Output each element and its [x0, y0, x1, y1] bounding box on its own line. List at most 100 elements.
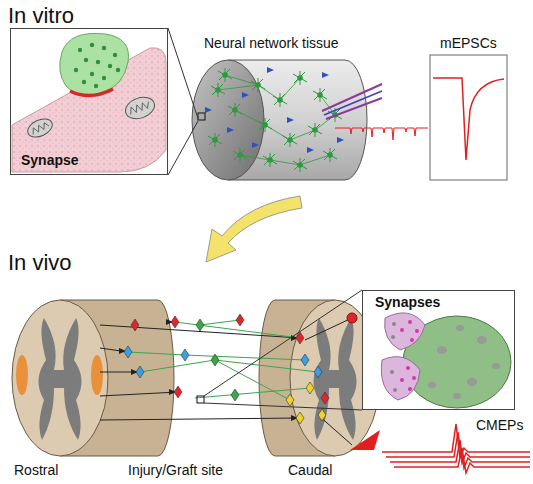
vesicle [102, 46, 106, 50]
neurite [218, 75, 335, 165]
synapses-illustration [400, 378, 404, 382]
neuron [233, 148, 247, 162]
vesicle [116, 68, 120, 72]
axon-tract [100, 392, 178, 396]
glia-cell [242, 92, 249, 98]
tissue-cylinder [168, 60, 367, 180]
vesicle [94, 84, 98, 88]
neuron-marker [306, 382, 314, 394]
vesicle [90, 43, 94, 47]
synapses-illustration [408, 387, 412, 391]
glia-cell [322, 72, 329, 78]
synapses-illustration [390, 322, 397, 392]
trace-label: CMEPs [476, 416, 523, 434]
neuron [218, 68, 232, 82]
neurite [235, 110, 335, 140]
synapses-illustration [410, 338, 414, 342]
mitochondrion [122, 93, 157, 122]
zoom-marker [198, 113, 205, 120]
neuron-marker [181, 349, 189, 361]
mitochondrion [25, 93, 158, 140]
graft-zoom [204, 290, 362, 396]
neuron-marker [196, 319, 204, 331]
graft-zoom [204, 403, 362, 410]
mepsc-panel [433, 78, 504, 160]
region-label: Caudal [288, 461, 332, 479]
region-label: Injury/Graft site [128, 461, 223, 479]
vesicle [90, 72, 94, 76]
synapses-illustration [400, 320, 419, 391]
vesicle [82, 80, 86, 84]
spinal-cord [12, 300, 380, 456]
mitochondrion [128, 101, 150, 115]
vesicle [74, 43, 120, 88]
graft-axon [200, 320, 240, 325]
synapse-inset: Synapse [10, 28, 168, 175]
synapses-illustration [362, 290, 515, 410]
synapses-illustration [453, 393, 461, 399]
patch-pipette [324, 91, 382, 115]
synaptic-cleft [70, 89, 113, 96]
vesicle [113, 53, 117, 57]
neuron [293, 158, 307, 172]
mitochondrion [25, 115, 55, 140]
vesicle [74, 68, 78, 72]
section-heading: In vivo [8, 250, 72, 276]
axon-tract [100, 418, 300, 420]
cmep-trace [394, 448, 530, 473]
neuron-marker [301, 354, 309, 366]
synapses-illustration [408, 320, 412, 324]
synapses-illustration [428, 325, 500, 399]
graft-axon [128, 320, 318, 400]
neuron-marker [318, 409, 326, 421]
neuron-marker [236, 314, 244, 326]
graft-axon [195, 388, 310, 398]
vesicle [102, 76, 106, 80]
spinal-cord [313, 318, 356, 440]
neuron [208, 133, 222, 147]
leader-line [168, 28, 198, 119]
neurite [225, 75, 335, 115]
section-heading: In vitro [8, 3, 74, 29]
synapses-illustration [437, 346, 447, 354]
neuron-marker [131, 319, 139, 331]
neuron-marker [171, 316, 179, 328]
synapses-illustration [456, 325, 464, 331]
region-label: Rostral [14, 461, 58, 479]
vesicle [96, 60, 100, 64]
neuron [208, 68, 342, 172]
stimulus-electrode [347, 313, 357, 323]
patch-pipette [322, 84, 382, 119]
glia-cell [267, 67, 274, 73]
synapses-illustration [492, 363, 500, 369]
node-text: mEPSCs [440, 35, 510, 51]
synapses-illustration [415, 329, 419, 333]
axon-tract [305, 318, 352, 340]
tissue-block: Neural network tissue [198, 33, 376, 183]
synapses-illustration [390, 370, 394, 374]
synapses-illustration [381, 357, 420, 400]
neuron-marker [286, 394, 294, 406]
tissue-cylinder [192, 60, 264, 180]
neuron [228, 103, 242, 117]
neuron-marker [136, 366, 144, 378]
graft-axon [215, 360, 290, 400]
patch-pipette [322, 84, 382, 111]
graft-zoom [197, 396, 204, 403]
neuron [251, 78, 265, 92]
trace-panel: mEPSCs [428, 33, 510, 183]
synapses-illustration [392, 322, 396, 326]
neuron-marker [211, 354, 219, 366]
neurite [218, 78, 300, 100]
vesicle [108, 64, 112, 68]
glia-cell [307, 147, 314, 153]
mepsc-panel [430, 55, 507, 180]
neuron-marker [314, 366, 322, 378]
neuron [211, 83, 225, 97]
neuron-marker [321, 392, 329, 404]
neuron [283, 133, 297, 147]
current-trace [335, 128, 428, 140]
vesicle [84, 58, 88, 62]
